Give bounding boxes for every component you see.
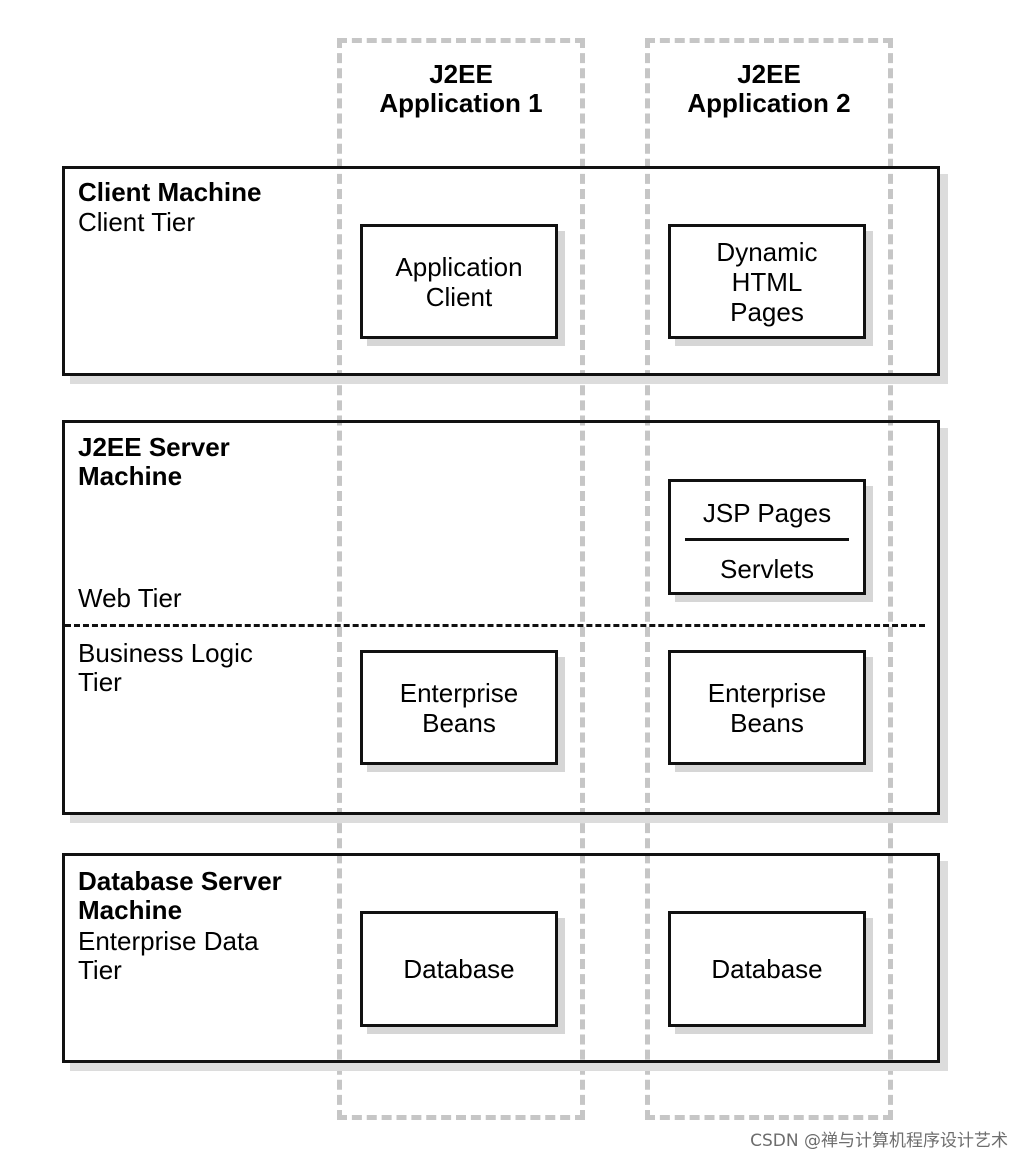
client-machine-box (62, 166, 940, 376)
database-server-machine-label: Database Server Machine (78, 866, 282, 925)
dynamic-html-pages-box: Dynamic HTML Pages (668, 224, 866, 339)
application-client-box: Application Client (360, 224, 558, 339)
j2ee-server-machine-box (62, 420, 940, 815)
client-machine-label: Client Machine (78, 177, 262, 207)
web-business-tier-divider (65, 624, 925, 627)
business-logic-tier-label: Business Logic Tier (78, 638, 253, 697)
enterprise-beans-2-box: Enterprise Beans (668, 650, 866, 765)
application-1-title: J2EE Application 1 (379, 59, 543, 118)
application-2-title: J2EE Application 2 (687, 59, 851, 118)
j2ee-server-machine-label: J2EE Server Machine (78, 432, 230, 491)
database-server-machine-box (62, 853, 940, 1063)
client-tier-label: Client Tier (78, 207, 196, 237)
application-1-column (337, 38, 585, 1120)
web-tier-label: Web Tier (78, 583, 182, 613)
database-2-box: Database (668, 911, 866, 1027)
jsp-servlets-box: JSP Pages Servlets (668, 479, 866, 595)
enterprise-data-tier-label: Enterprise Data Tier (78, 926, 259, 985)
application-2-column (645, 38, 893, 1120)
servlets-label: Servlets (720, 554, 814, 584)
watermark-text: CSDN @禅与计算机程序设计艺术 (750, 1131, 1008, 1151)
enterprise-beans-1-box: Enterprise Beans (360, 650, 558, 765)
jsp-servlets-divider (685, 538, 849, 541)
jsp-pages-label: JSP Pages (702, 498, 832, 528)
database-1-box: Database (360, 911, 558, 1027)
